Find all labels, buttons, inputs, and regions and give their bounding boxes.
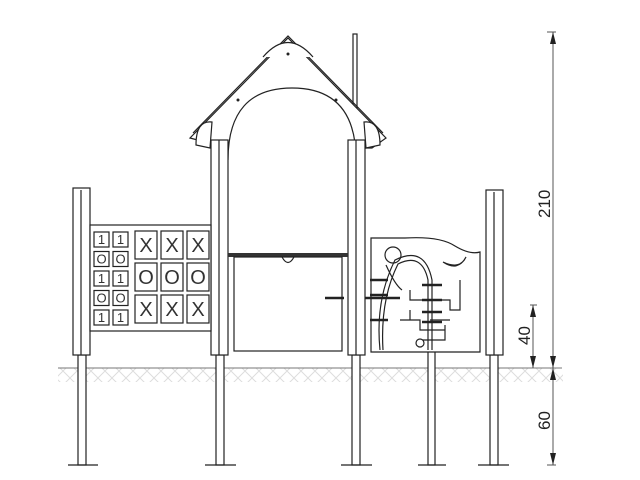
- dimension-foundation-depth: 60: [535, 411, 554, 430]
- game-tile[interactable]: [160, 294, 184, 324]
- game-tile[interactable]: [112, 250, 129, 268]
- ground: [58, 367, 563, 382]
- game-tile-symbol: 1: [98, 232, 105, 247]
- game-tile[interactable]: [186, 262, 210, 292]
- game-tile[interactable]: [134, 230, 158, 260]
- game-tile-symbol: 1: [117, 232, 124, 247]
- game-tile-symbol: X: [191, 299, 204, 321]
- posts: [72, 139, 504, 356]
- middle-panel: [228, 253, 348, 352]
- dimension-platform-height: 40: [515, 326, 534, 345]
- game-tile-symbol: 1: [117, 310, 124, 325]
- game-tile[interactable]: [93, 289, 110, 307]
- game-tile[interactable]: [160, 262, 184, 292]
- game-tile-symbol: 1: [98, 310, 105, 325]
- maze-panel: [365, 237, 481, 353]
- game-tile[interactable]: [112, 289, 129, 307]
- game-tile[interactable]: [160, 230, 184, 260]
- game-tile[interactable]: [112, 231, 129, 248]
- game-tile-symbol: O: [96, 291, 106, 306]
- game-tile[interactable]: [134, 262, 158, 292]
- game-tile-symbol: X: [165, 235, 178, 257]
- game-tile[interactable]: [93, 231, 110, 248]
- game-tile-symbol: O: [190, 267, 206, 289]
- game-tile[interactable]: [186, 230, 210, 260]
- game-tile[interactable]: [134, 294, 158, 324]
- dimension-total-height: 210: [535, 190, 554, 218]
- game-tile-symbol: O: [138, 267, 154, 289]
- game-tile[interactable]: [93, 270, 110, 287]
- game-tile-symbol: X: [191, 235, 204, 257]
- game-tile-symbol: O: [96, 252, 106, 267]
- game-tile[interactable]: [186, 294, 210, 324]
- game-tile[interactable]: [93, 309, 110, 326]
- game-tile-symbol: X: [139, 235, 152, 257]
- game-tile-symbol: X: [165, 299, 178, 321]
- dimension-lines: [530, 31, 556, 466]
- game-tile-symbol: 1: [98, 271, 105, 286]
- game-tile-symbol: 1: [117, 271, 124, 286]
- game-tile-symbol: O: [115, 252, 125, 267]
- game-tile[interactable]: [112, 270, 129, 287]
- game-tile[interactable]: [112, 309, 129, 326]
- game-tile-symbol: O: [115, 291, 125, 306]
- game-tile-symbol: O: [164, 267, 180, 289]
- game-tile[interactable]: [93, 250, 110, 268]
- game-tile-symbol: X: [139, 299, 152, 321]
- roof: [188, 35, 387, 161]
- foundations: [68, 349, 509, 466]
